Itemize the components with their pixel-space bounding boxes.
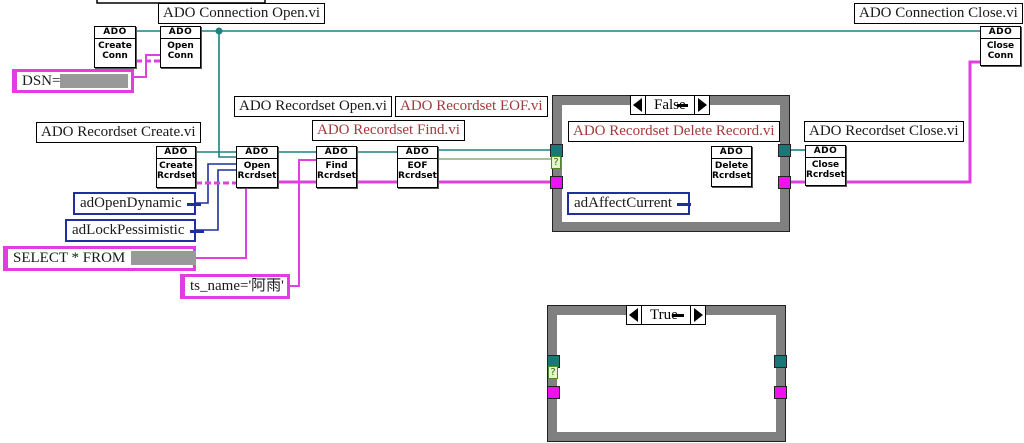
case-selector-terminal: ? (548, 366, 558, 379)
label-recordset-create: ADO Recordset Create.vi (36, 122, 201, 143)
node-line2: Conn (102, 51, 128, 61)
node-line1: Open (167, 41, 194, 51)
label-recordset-find: ADO Recordset Find.vi (312, 120, 465, 141)
constant-find-criteria-text: ts_name='阿雨' (190, 278, 284, 294)
case-selector-false[interactable]: False (630, 95, 710, 115)
increment-arrow-icon[interactable] (694, 308, 703, 322)
case-structure-true[interactable] (547, 305, 786, 442)
constant-sql[interactable]: SELECT * FROM (3, 246, 196, 271)
node-line1: EOF (407, 161, 428, 171)
node-line1: Delete (714, 161, 749, 171)
dropdown-icon[interactable] (186, 203, 201, 207)
node-header: ADO (161, 27, 200, 39)
tunnel-recordset-out (778, 176, 791, 189)
node-header: ADO (398, 147, 437, 159)
node-line1: Create (159, 161, 193, 171)
constant-affect[interactable]: adAffectCurrent (567, 192, 692, 215)
case-selector-terminal: ? (551, 156, 561, 169)
node-line2: Rcrdset (712, 171, 751, 181)
wire-junction (215, 27, 223, 35)
tunnel-recordset-in (550, 176, 563, 189)
label-recordset-eof: ADO Recordset EOF.vi (395, 96, 548, 117)
node-line1: Close (986, 41, 1015, 51)
constant-affect-text: adAffectCurrent (574, 195, 673, 211)
node-line1: Find (325, 161, 348, 171)
constant-find-criteria[interactable]: ts_name='阿雨' (180, 274, 290, 299)
node-header: ADO (317, 147, 356, 159)
node-header: ADO (95, 27, 135, 39)
label-recordset-open: ADO Recordset Open.vi (234, 96, 392, 117)
dropdown-icon[interactable] (677, 203, 692, 207)
node-line2: Conn (987, 51, 1014, 61)
decrement-arrow-icon[interactable] (633, 98, 642, 112)
node-line2: Rcrdset (806, 170, 845, 180)
node-line2: Conn (167, 51, 194, 61)
dropdown-icon[interactable] (673, 314, 684, 317)
wire-sql (196, 188, 247, 259)
label-recordset-delete: ADO Recordset Delete Record.vi (568, 121, 780, 142)
redacted-block (131, 250, 196, 265)
constant-sql-text: SELECT * FROM (13, 250, 126, 266)
node-line2: Rcrdset (317, 171, 356, 181)
tunnel-recordset-in (547, 386, 560, 399)
node-line2: Rcrdset (237, 171, 277, 181)
increment-arrow-icon[interactable] (698, 98, 707, 112)
constant-dsn-text: DSN= (22, 73, 61, 89)
constant-dsn[interactable]: DSN= (12, 69, 134, 93)
label-recordset-close: ADO Recordset Close.vi (804, 121, 964, 142)
node-line1: Create (98, 41, 132, 51)
case-selector-false-text: False (654, 97, 686, 113)
node-header: ADO (806, 146, 845, 158)
node-header: ADO (712, 147, 751, 159)
tunnel-refnum-out (774, 355, 787, 368)
node-line2: Rcrdset (398, 171, 437, 181)
node-line1: Close (811, 160, 840, 170)
case-selector-true[interactable]: True (626, 305, 706, 325)
tunnel-recordset-out (774, 386, 787, 399)
decrement-arrow-icon[interactable] (629, 308, 638, 322)
constant-cursor-type-text: adOpenDynamic (80, 195, 182, 211)
node-header: ADO (237, 147, 277, 159)
node-line2: Rcrdset (157, 171, 196, 181)
dropdown-icon[interactable] (189, 230, 204, 234)
node-header: ADO (981, 27, 1020, 39)
constant-lock-type-text: adLockPessimistic (72, 222, 185, 238)
wire-close-rs-close-conn (846, 60, 980, 184)
dropdown-icon[interactable] (677, 104, 688, 107)
node-header: ADO (157, 147, 195, 159)
wire-conn-refnum-down (218, 31, 236, 158)
constant-lock-type[interactable]: adLockPessimistic (65, 219, 204, 242)
case-selector-true-text: True (650, 307, 678, 323)
node-line1: Open (243, 161, 271, 171)
label-connection-close: ADO Connection Close.vi (854, 3, 1023, 24)
wire-lock-type (196, 169, 236, 231)
tunnel-refnum-out (778, 144, 791, 157)
wire-find-criteria (290, 159, 316, 287)
wire-dsn (133, 54, 160, 78)
constant-cursor-type[interactable]: adOpenDynamic (73, 192, 201, 215)
redacted-block (60, 73, 129, 88)
label-connection-open: ADO Connection Open.vi (158, 3, 326, 24)
